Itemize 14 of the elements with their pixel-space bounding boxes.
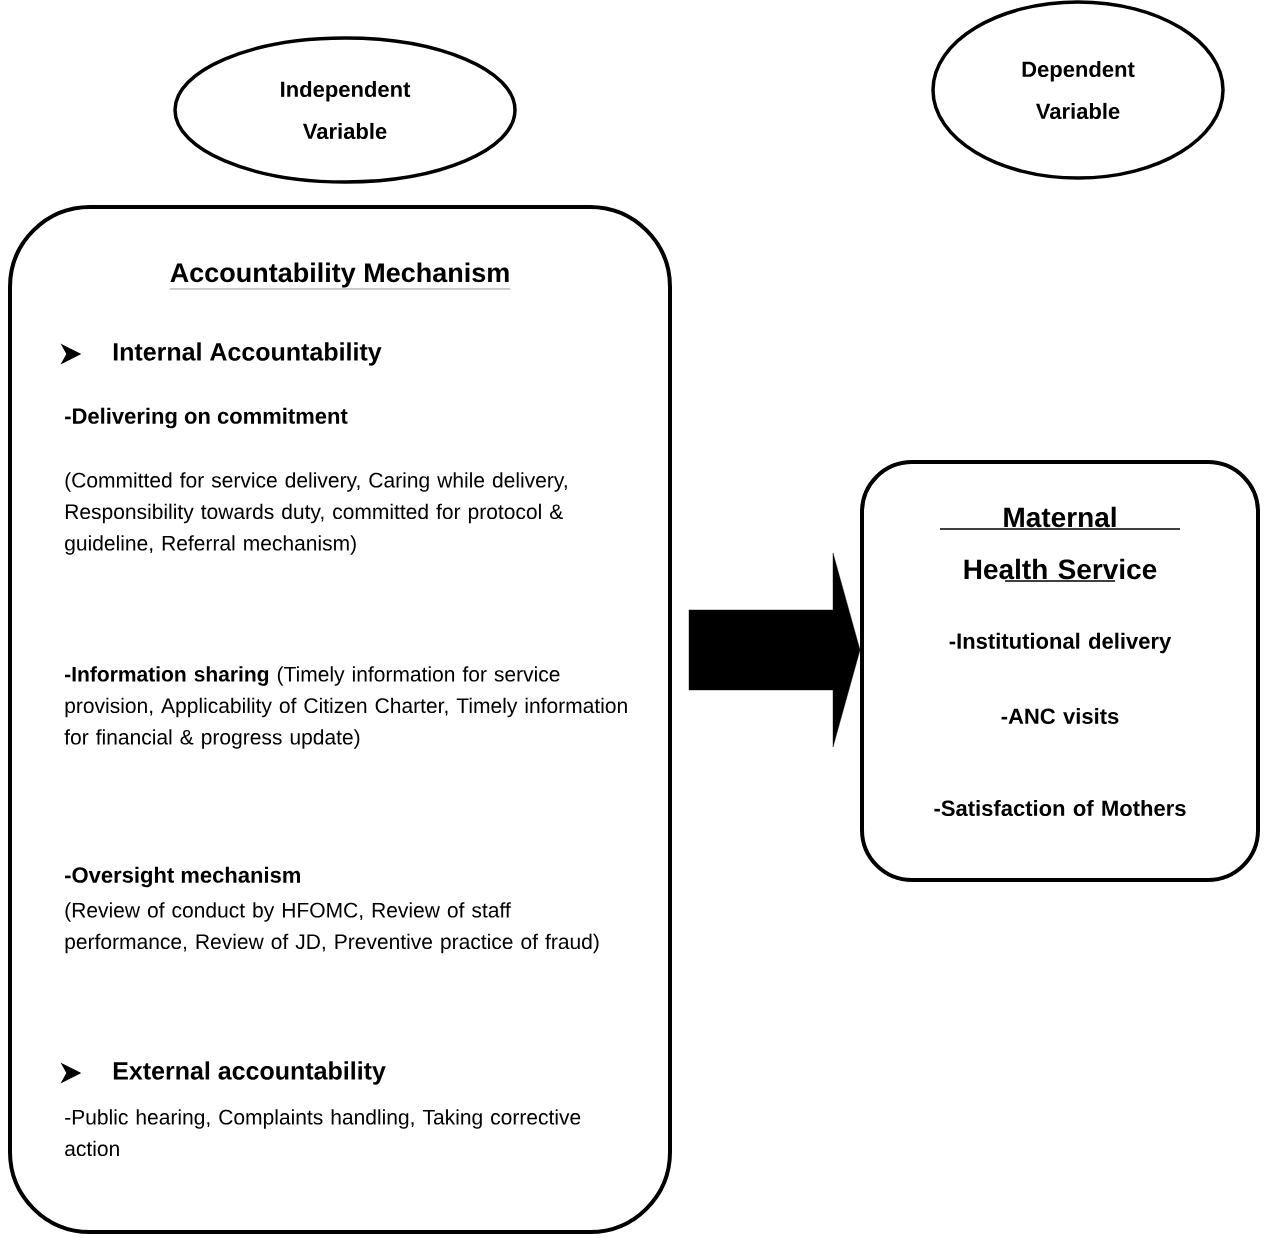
list-item: -Institutional delivery bbox=[949, 632, 1172, 654]
item-heading: -Oversight mechanism bbox=[65, 866, 300, 888]
block-arrow bbox=[688, 552, 861, 748]
list-item: -Satisfaction of Mothers bbox=[934, 799, 1186, 817]
paragraph: -Information sharing (Timely information for service provision, Applicability of Citizen Charter, Timely information for financial & progress update) bbox=[64, 666, 627, 749]
paragraph: -Public hearing, Complaints handling, Taking corrective action bbox=[65, 1109, 581, 1157]
subheading: Internal Accountability bbox=[113, 342, 382, 366]
heading: Maternal Health Service bbox=[939, 506, 1181, 582]
heading: Accountability Mechanism bbox=[169, 262, 511, 290]
subheading: External accountability bbox=[113, 1061, 386, 1085]
item-heading: -Delivering on commitment bbox=[65, 407, 348, 429]
paragraph: (Review of conduct by HFOMC, Review of staff performance, Review of JD, Preventive practice of fraud) bbox=[65, 902, 599, 954]
paragraph: (Committed for service delivery, Caring while delivery, Responsibility towards duty, committed for protocol & guideline, Referral mechanism) bbox=[65, 472, 567, 555]
list-item: -ANC visits bbox=[1001, 707, 1119, 725]
